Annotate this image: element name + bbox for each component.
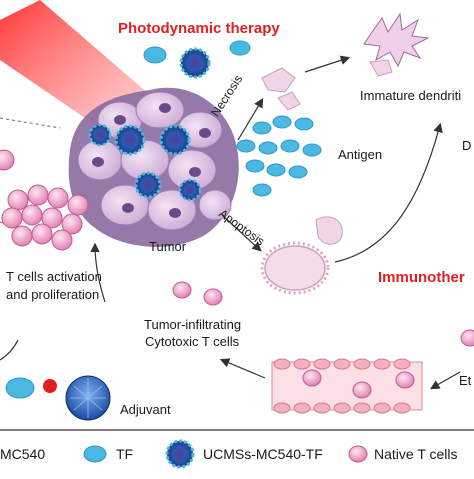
label-edge-et: Et bbox=[459, 373, 472, 388]
label-edge-d: D bbox=[462, 138, 472, 153]
apoptosis-arrow bbox=[221, 214, 262, 252]
title-photodynamic: Photodynamic therapy bbox=[118, 20, 280, 37]
legend-label-mc540: MC540 bbox=[0, 446, 46, 462]
tumor-nanoparticles bbox=[88, 123, 202, 202]
mc540-dot bbox=[43, 379, 57, 393]
legend-tcell-icon bbox=[348, 445, 368, 463]
legend-label-ucmss: UCMSs-MC540-TF bbox=[203, 446, 323, 462]
label-adjuvant: Adjuvant bbox=[120, 402, 171, 417]
legend-tf-icon bbox=[83, 445, 107, 463]
arrow-to-tumor bbox=[90, 242, 106, 303]
edge-curve bbox=[0, 339, 19, 361]
label-tumor: Tumor bbox=[149, 239, 187, 254]
tf-particle bbox=[229, 40, 251, 56]
label-immature-dendritic: Immature dendriti bbox=[360, 88, 462, 103]
cell-fragment-icon bbox=[369, 59, 393, 77]
tcell bbox=[203, 288, 223, 306]
arrow-into-vessel bbox=[429, 371, 461, 390]
legend-label-tf: TF bbox=[116, 446, 134, 462]
tf-particle bbox=[5, 377, 35, 399]
cell-fragment-icon bbox=[315, 216, 343, 245]
guide-line bbox=[0, 117, 61, 129]
necrosis-fragments bbox=[261, 67, 301, 111]
tcell-cluster bbox=[0, 149, 89, 251]
label-tcells-activation-1: T cells activation bbox=[6, 269, 102, 284]
legend-nanoparticle-icon bbox=[165, 439, 195, 469]
tf-particle bbox=[143, 46, 167, 64]
title-immunotherapy: Immunother bbox=[378, 269, 465, 286]
arrow-to-dc bbox=[304, 55, 351, 73]
curved-arrow-up bbox=[334, 122, 443, 263]
necrosis-arrow bbox=[237, 97, 264, 141]
dendritic-cell-icon bbox=[363, 12, 430, 68]
tumor-mass bbox=[68, 87, 239, 247]
antigen-particles bbox=[236, 115, 322, 197]
tcell bbox=[172, 281, 192, 299]
apoptotic-cell bbox=[260, 241, 330, 295]
label-tumor-infiltrating-2: Cytotoxic T cells bbox=[145, 334, 240, 349]
arrow-to-cytotoxic bbox=[219, 358, 266, 379]
label-tumor-infiltrating-1: Tumor-infiltrating bbox=[144, 317, 242, 332]
label-tcells-activation-2: and proliferation bbox=[6, 287, 100, 302]
blood-vessel bbox=[271, 358, 423, 414]
label-antigen: Antigen bbox=[338, 147, 383, 162]
tcell bbox=[460, 329, 474, 347]
nanoparticle bbox=[179, 47, 211, 79]
legend-label-native-tcells: Native T cells bbox=[374, 446, 458, 462]
adjuvant-sphere bbox=[65, 375, 111, 421]
